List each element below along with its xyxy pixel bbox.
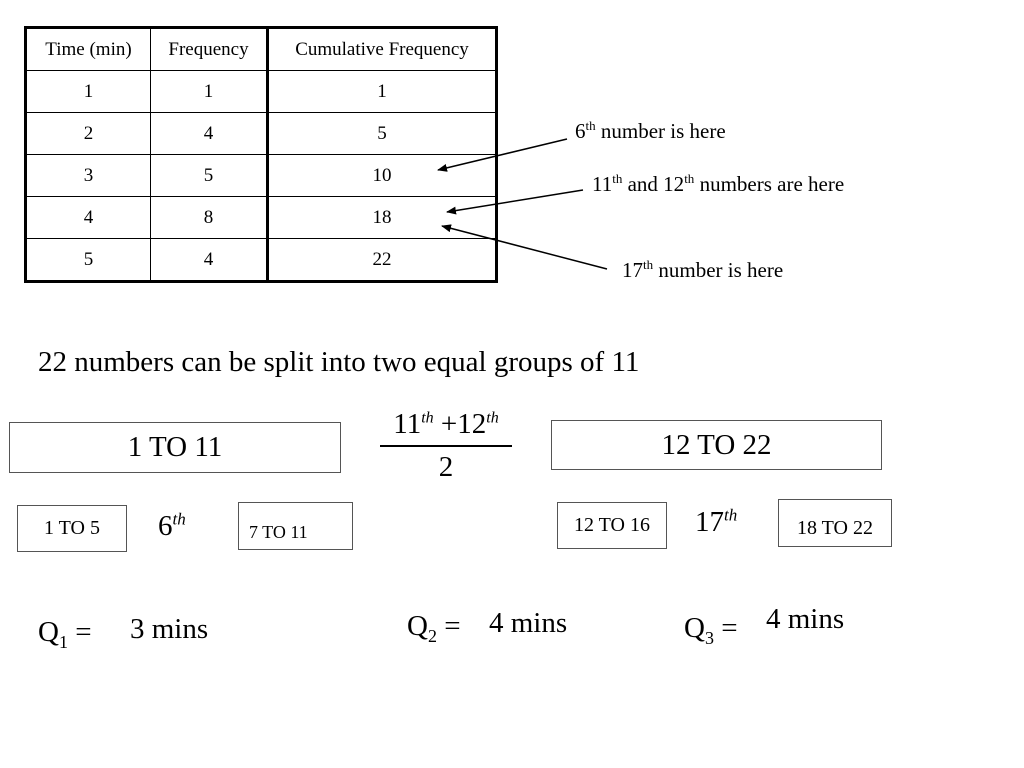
note-text: number is here	[653, 258, 784, 282]
group-box-high: 12 TO 22	[551, 420, 882, 470]
table-cell: 4	[150, 238, 268, 282]
q-sub: 3	[704, 627, 714, 648]
table-cell: 3	[25, 154, 151, 197]
table-cell: 18	[266, 196, 497, 239]
box-label: 1 TO 5	[44, 517, 100, 539]
q1-label: Q1 =	[38, 616, 92, 652]
arrow-to-10	[437, 138, 568, 172]
box-1-to-5: 1 TO 5	[17, 505, 127, 552]
q-text: Q	[407, 610, 428, 642]
q3-value: 4 mins	[766, 603, 845, 635]
table-cell: 5	[150, 154, 268, 197]
header-cumulative-frequency: Cumulative Frequency	[266, 27, 497, 71]
ordinal-17th: 17th	[695, 506, 737, 539]
box-label: 18 TO 22	[797, 516, 873, 539]
ordinal-sup: th	[724, 505, 738, 525]
q2-value: 4 mins	[489, 607, 568, 639]
note-text: and 12	[622, 172, 685, 196]
table-row: 5 4 22	[25, 238, 497, 282]
q-text: =	[713, 612, 738, 644]
ordinal-6th: 6th	[158, 510, 186, 543]
table-cell: 22	[266, 238, 497, 282]
note-text: 17	[622, 258, 643, 282]
group-box-low: 1 TO 11	[9, 422, 341, 473]
median-fraction: 11th +12th 2	[376, 408, 516, 484]
q1-value: 3 mins	[130, 613, 209, 645]
table-cell: 4	[25, 196, 151, 239]
note-sup: th	[684, 171, 695, 186]
box-12-to-16: 12 TO 16	[557, 502, 667, 549]
explanation-sentence: 22 numbers can be split into two equal g…	[38, 346, 640, 378]
group-label: 1 TO 11	[127, 431, 223, 463]
q-text: Q	[38, 616, 59, 648]
box-18-to-22: 18 TO 22	[778, 499, 892, 547]
arrow-to-18	[446, 189, 584, 215]
table-cell: 1	[266, 70, 497, 113]
box-label: 7 TO 11	[249, 521, 308, 542]
note-sup: th	[612, 171, 623, 186]
box-label: 12 TO 16	[574, 514, 650, 536]
q-text: =	[67, 616, 92, 648]
note-text: number is here	[595, 119, 726, 143]
fraction-numerator: 11th +12th	[376, 408, 516, 445]
note-sup: th	[585, 118, 596, 133]
table-cell: 5	[25, 238, 151, 282]
box-7-to-11: 7 TO 11	[238, 502, 353, 550]
table-row: 1 1 1	[25, 70, 497, 113]
header-frequency: Frequency	[150, 27, 268, 71]
note-text: 11	[592, 172, 613, 196]
q-text: Q	[684, 612, 705, 644]
table-header-row: Time (min) Frequency Cumulative Frequenc…	[25, 27, 497, 71]
q-sub: 2	[427, 625, 437, 646]
q-sub: 1	[58, 631, 68, 652]
note-sup: th	[643, 257, 654, 272]
note-6th: 6th number is here	[575, 119, 726, 144]
ordinal-sup: th	[172, 509, 186, 529]
ordinal-num: 17	[695, 506, 724, 538]
fraction-denominator: 2	[438, 451, 454, 483]
table-cell: 10	[266, 154, 497, 197]
note-11th-12th: 11th and 12th numbers are here	[592, 172, 844, 197]
fraction-text: +12	[433, 408, 487, 440]
ordinal-num: 6	[158, 510, 173, 542]
table-cell: 5	[266, 112, 497, 155]
frequency-table: Time (min) Frequency Cumulative Frequenc…	[24, 26, 498, 283]
note-17th: 17th number is here	[622, 258, 783, 283]
table-cell: 2	[25, 112, 151, 155]
fraction-text: 11	[393, 408, 422, 440]
fraction-bar	[380, 445, 512, 447]
group-label: 12 TO 22	[661, 428, 772, 461]
fraction-sup: th	[421, 409, 434, 427]
q3-label: Q3 =	[684, 612, 738, 648]
note-text: 6	[575, 119, 586, 143]
table-row: 3 5 10	[25, 154, 497, 197]
fraction-sup: th	[486, 409, 499, 427]
q2-label: Q2 =	[407, 610, 461, 646]
arrow-to-18-lower	[441, 224, 608, 270]
q-text: =	[436, 610, 461, 642]
note-text: numbers are here	[694, 172, 845, 196]
